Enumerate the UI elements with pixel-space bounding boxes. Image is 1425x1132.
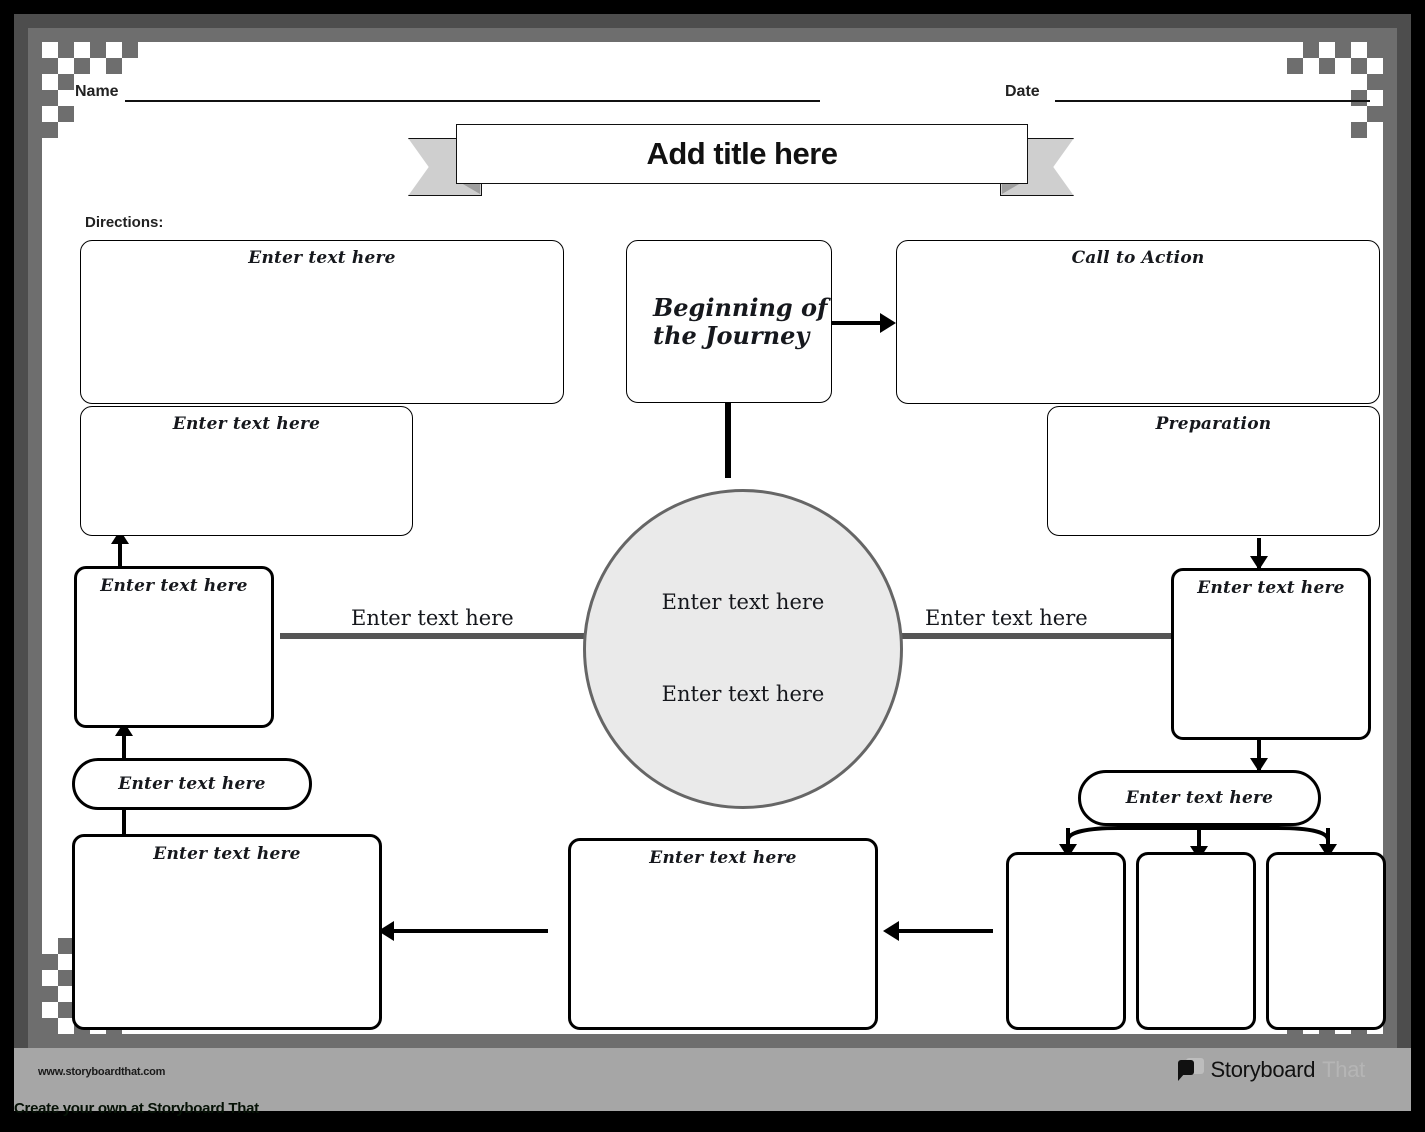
frame-rail-right (1383, 28, 1397, 1048)
name-label: Name (75, 83, 119, 100)
box-bottom-left-large-label: Enter text here (153, 844, 301, 864)
box-right-pill[interactable]: Enter text here (1078, 770, 1321, 826)
name-input-line[interactable] (125, 100, 820, 102)
arrowhead-right-mid-to-pill (1250, 758, 1268, 772)
box-bottom-center-label: Enter text here (649, 848, 797, 868)
box-left-mid-label: Enter text here (100, 576, 248, 596)
box-bottom-left-large[interactable]: Enter text here (72, 834, 382, 1030)
box-beginning-of-journey[interactable]: Beginning of the Journey (626, 240, 832, 403)
date-input-line[interactable] (1055, 100, 1370, 102)
box-right-pill-label: Enter text here (1125, 788, 1274, 808)
directions-label: Directions: (85, 214, 164, 231)
box-left-pill-label: Enter text here (118, 774, 266, 794)
box-beginning-of-journey-label: Beginning of the Journey (627, 294, 827, 349)
box-left-second[interactable]: Enter text here (80, 406, 413, 536)
frame-rail-left (28, 28, 42, 1048)
box-bottom-center[interactable]: Enter text here (568, 838, 878, 1030)
circle-top-text: Enter text here (661, 590, 825, 614)
storyboard-that-logo: Storyboard That (1177, 1057, 1365, 1083)
box-right-mid-label: Enter text here (1197, 578, 1345, 598)
frame-rail-bottom (28, 1034, 1397, 1048)
box-left-second-label: Enter text here (172, 414, 321, 434)
box-call-to-action[interactable]: Call to Action (896, 240, 1380, 404)
date-label: Date (1005, 83, 1040, 100)
spine-label-left: Enter text here (351, 606, 514, 630)
beginning-line-1: Beginning of (653, 292, 828, 322)
circle-bottom-text: Enter text here (661, 682, 825, 706)
checker-mask-tr (1287, 74, 1351, 138)
arrowhead-preparation-to-right-mid (1250, 556, 1268, 570)
page-title: Add title here (646, 136, 838, 171)
spine-label-right: Enter text here (925, 606, 1088, 630)
center-circle[interactable]: Enter text here Enter text here (583, 489, 903, 809)
frame-rail-top (28, 28, 1397, 42)
box-left-pill[interactable]: Enter text here (72, 758, 312, 810)
beginning-line-2: the Journey (653, 320, 810, 350)
footer-url[interactable]: www.storyboardthat.com (38, 1066, 166, 1078)
box-left-mid[interactable]: Enter text here (74, 566, 274, 728)
logo-word-that: That (1322, 1057, 1365, 1082)
box-preparation[interactable]: Preparation (1047, 406, 1380, 536)
box-preparation-label: Preparation (1155, 414, 1272, 434)
box-bottom-right-1[interactable] (1006, 852, 1126, 1030)
arrowhead-beginning-to-cta (880, 313, 896, 333)
bottom-caption: Create your own at Storyboard That (14, 1100, 259, 1117)
speech-bubble-icon (1177, 1058, 1204, 1082)
box-top-left-large-label: Enter text here (248, 248, 396, 268)
logo-word-storyboard: Storyboard (1210, 1057, 1316, 1082)
worksheet-page: Name Date Add title here Directions: (28, 28, 1397, 1048)
title-banner: Add title here (408, 124, 1074, 196)
arrowhead-to-bottom-left-box (378, 921, 394, 941)
box-right-mid[interactable]: Enter text here (1171, 568, 1371, 740)
arrowhead-to-bottom-center-box (883, 921, 899, 941)
box-call-to-action-label: Call to Action (1071, 248, 1205, 268)
title-banner-body[interactable]: Add title here (456, 124, 1028, 184)
box-top-left-large[interactable]: Enter text here (80, 240, 564, 404)
box-bottom-right-2[interactable] (1136, 852, 1256, 1030)
page-frame: Name Date Add title here Directions: (14, 14, 1411, 1062)
box-bottom-right-3[interactable] (1266, 852, 1386, 1030)
checker-mask-tl (74, 74, 138, 138)
